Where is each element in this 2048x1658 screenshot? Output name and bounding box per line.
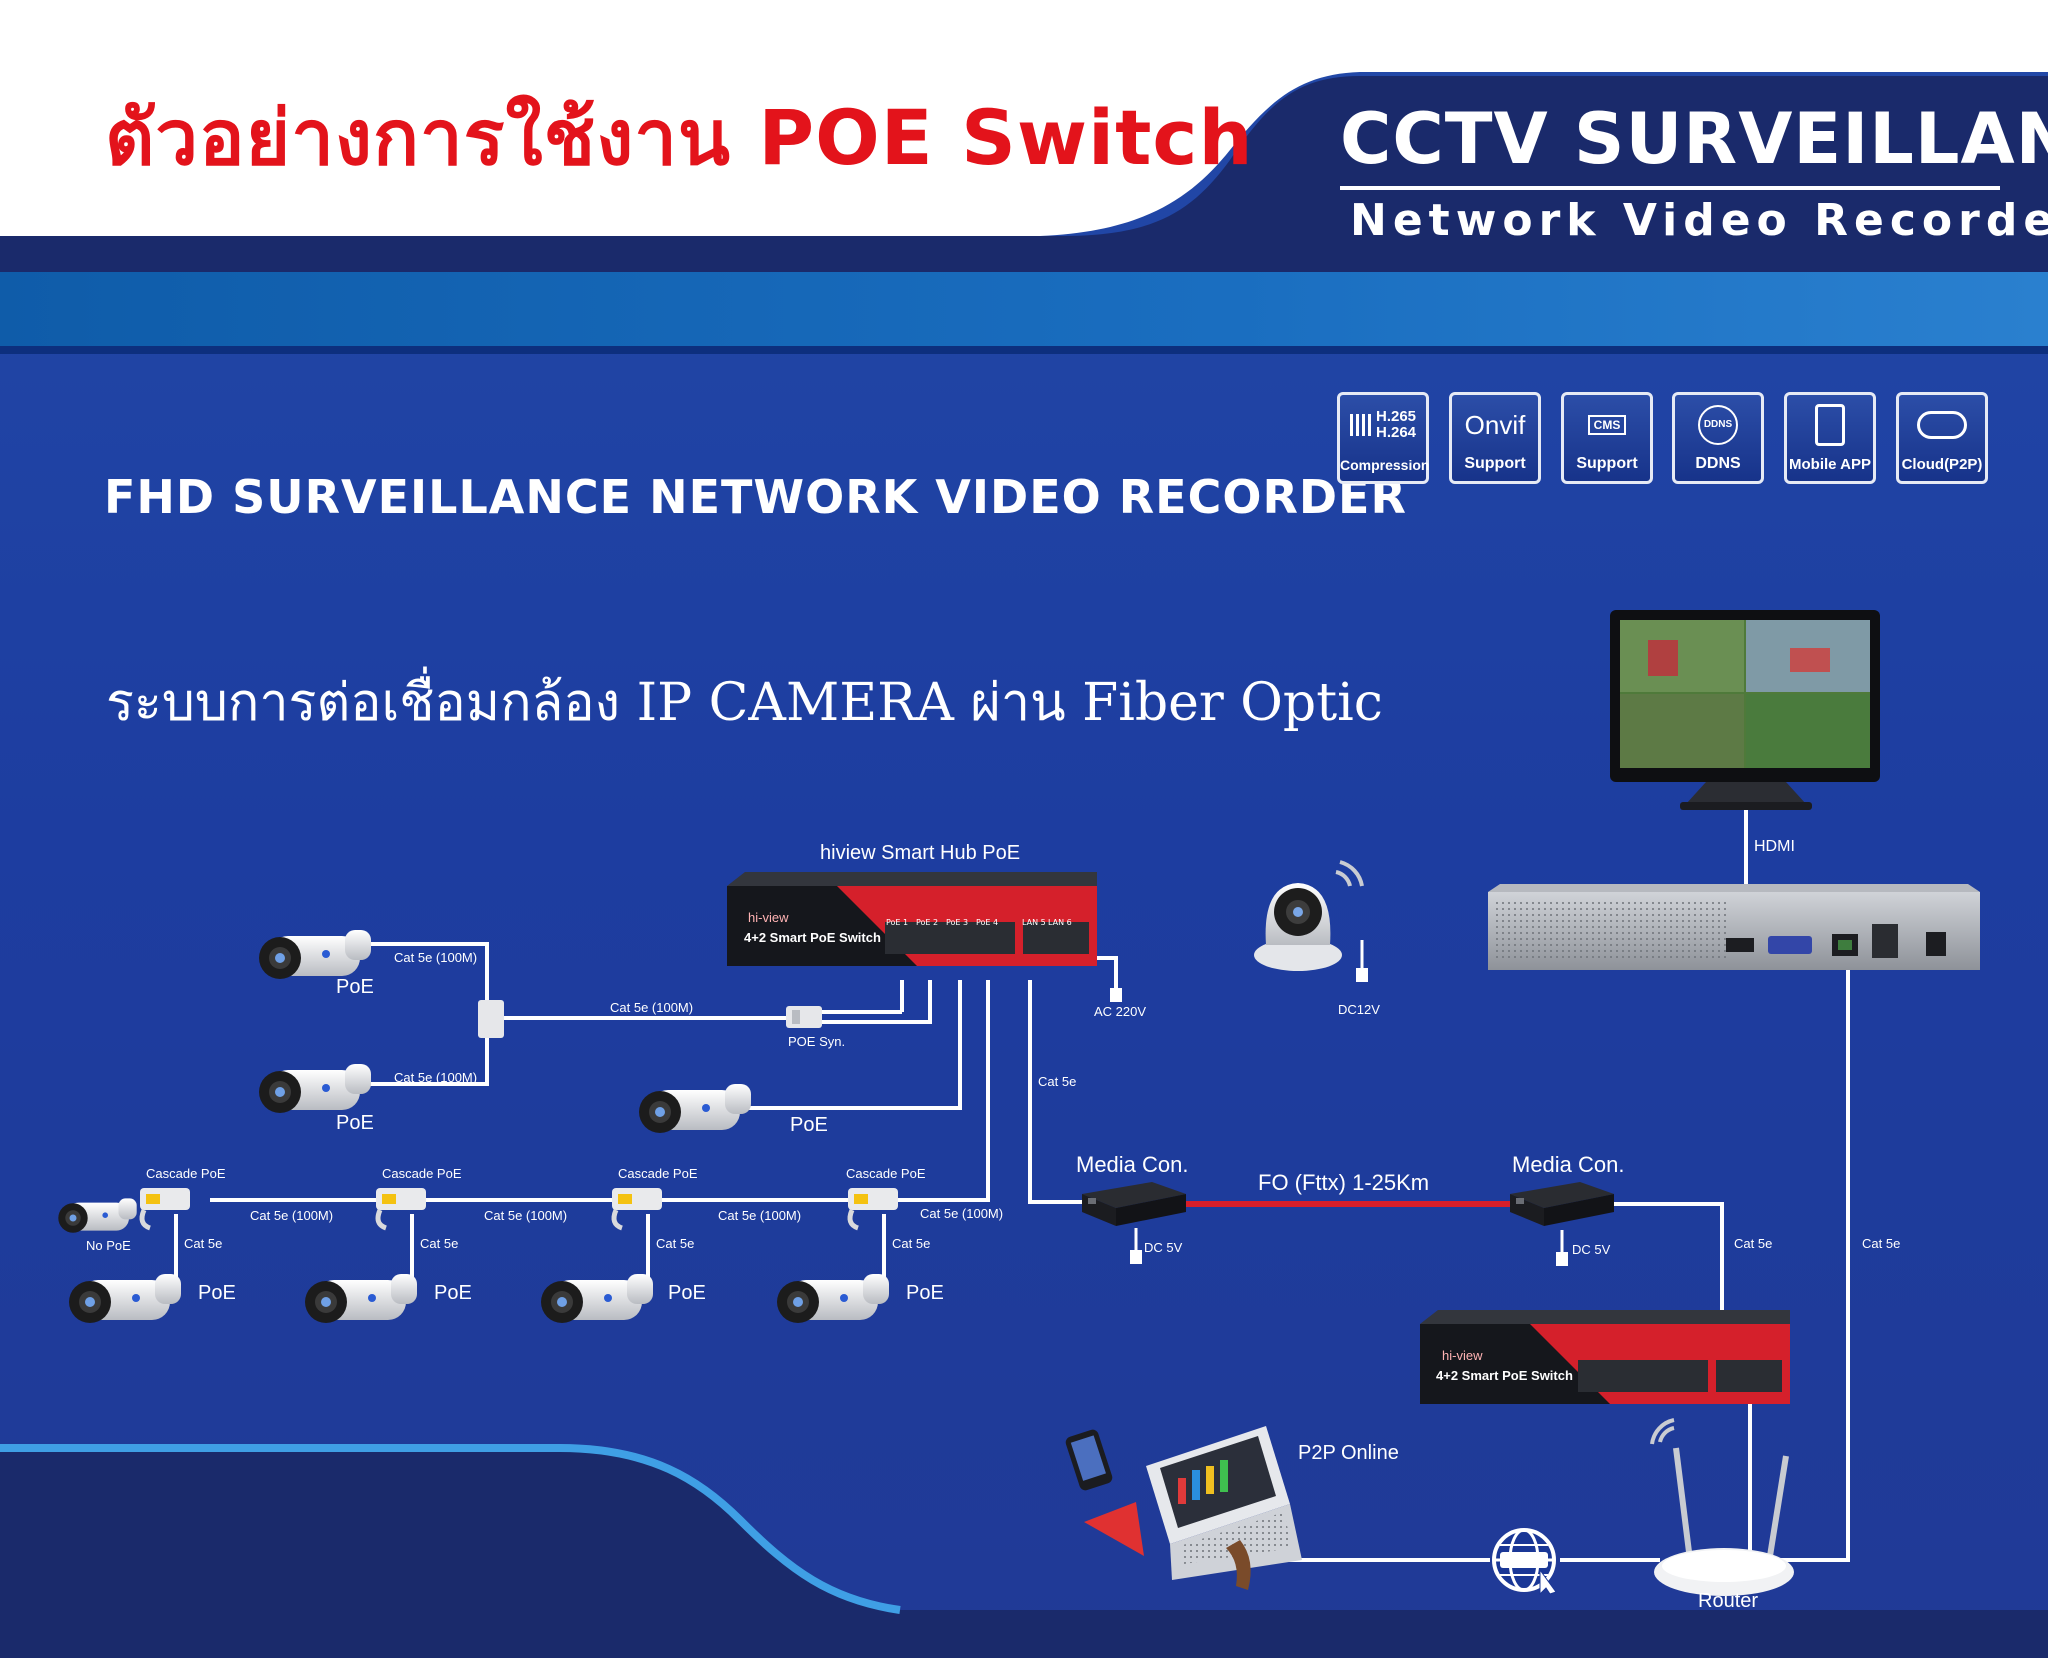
poe-splitter <box>478 1000 504 1038</box>
globe-icon: DDNS <box>1675 401 1761 449</box>
power-plugs <box>1110 940 1568 1266</box>
port-label-1: PoE 1 <box>886 918 909 927</box>
label-dc5v-right: DC 5V <box>1572 1242 1611 1257</box>
label-cat5e-right: Cat 5e <box>1734 1236 1773 1251</box>
brand-subtitle: Network Video Recorder <box>1350 195 2048 246</box>
label-router: Router <box>1698 1590 1759 1612</box>
badge-label: Support <box>1464 455 1526 472</box>
brand-title: CCTV SURVEILLANCE <box>1340 98 2048 180</box>
cloud-icon <box>1899 401 1985 449</box>
nvr-recorder <box>1488 884 1980 970</box>
label-poe-cam-1: PoE <box>336 976 374 998</box>
label-no-poe: No PoE <box>86 1238 131 1253</box>
badge-h265: H.265 <box>1375 408 1417 425</box>
label-cascade-3: Cascade PoE <box>618 1166 698 1181</box>
laptop-p2p <box>1065 1426 1302 1590</box>
badge-label: Cloud(P2P) <box>1901 456 1983 473</box>
port-label-5: LAN 5 <box>1022 918 1046 927</box>
port-label-2: PoE 2 <box>916 918 939 927</box>
label-cat5e-100m-2: Cat 5e (100M) <box>394 1070 478 1085</box>
second-switch-model: 4+2 Smart PoE Switch <box>1436 1368 1573 1383</box>
main-switch-title: hiview Smart Hub PoE <box>820 842 1021 864</box>
badge-mobile-app: Mobile APP <box>1784 392 1876 484</box>
label-cat5e-nvr: Cat 5e <box>1862 1236 1901 1251</box>
badge-cloud: Cloud(P2P) <box>1896 392 1988 484</box>
badge-label: Compression <box>1340 457 1430 473</box>
section-heading: FHD SURVEILLANCE NETWORK VIDEO RECORDER <box>104 470 1407 524</box>
label-cascade-4: Cascade PoE <box>846 1166 926 1181</box>
label-cat5e-c2: Cat 5e <box>420 1236 459 1251</box>
label-cat5e-100m-c3: Cat 5e (100M) <box>718 1208 802 1223</box>
label-cat5e-c1: Cat 5e <box>184 1236 223 1251</box>
ptz-camera <box>1254 860 1364 971</box>
main-switch-brand: hi-view <box>748 910 789 925</box>
label-cat5e-100m-c1: Cat 5e (100M) <box>250 1208 334 1223</box>
badge-label: DDNS <box>1695 455 1741 472</box>
port-label-4: PoE 4 <box>976 918 999 927</box>
section-subheading: ระบบการต่อเชื่อมกล้อง IP CAMERA ผ่าน Fib… <box>106 673 1383 733</box>
cms-icon: CMS <box>1564 401 1650 449</box>
badge-onvif: Onvif Support <box>1449 392 1541 484</box>
poe-syn-connector <box>786 1006 822 1028</box>
label-cat5e-switch: Cat 5e <box>1038 1074 1077 1089</box>
badge-ddns: DDNS DDNS <box>1672 392 1764 484</box>
label-poe-syn: POE Syn. <box>788 1034 846 1049</box>
badge-h264: H.264 <box>1375 424 1417 441</box>
label-cat5e-c3: Cat 5e <box>656 1236 695 1251</box>
badge-cms-text: CMS <box>1587 415 1627 435</box>
badge-ddns-text: DDNS <box>1698 405 1738 445</box>
label-dc5v-left: DC 5V <box>1144 1240 1183 1255</box>
mobile-icon <box>1787 401 1873 449</box>
label-cat5e-100m-c4: Cat 5e (100M) <box>920 1206 1004 1221</box>
label-cat5e-100m-1: Cat 5e (100M) <box>394 950 478 965</box>
label-dc12v: DC12V <box>1338 1002 1380 1017</box>
badge-onvif-text: Onvif <box>1464 409 1526 440</box>
router <box>1650 1418 1794 1596</box>
label-media-con-left: Media Con. <box>1076 1152 1189 1177</box>
label-poe-c1: PoE <box>198 1282 236 1304</box>
badge-label: Support <box>1576 455 1638 472</box>
label-cat5e-100m-c2: Cat 5e (100M) <box>484 1208 568 1223</box>
monitor <box>1610 610 1880 810</box>
badge-cms: CMS Support <box>1561 392 1653 484</box>
label-poe-c2: PoE <box>434 1282 472 1304</box>
onvif-logo: Onvif <box>1452 401 1538 449</box>
label-poe-c4: PoE <box>906 1282 944 1304</box>
label-cascade-1: Cascade PoE <box>146 1166 226 1181</box>
label-cascade-2: Cascade PoE <box>382 1166 462 1181</box>
label-cat5e-100m-3: Cat 5e (100M) <box>610 1000 694 1015</box>
port-label-6: LAN 6 <box>1048 918 1072 927</box>
label-hdmi: HDMI <box>1754 838 1795 855</box>
www-globe-icon <box>1492 1528 1557 1596</box>
label-cat5e-c4: Cat 5e <box>892 1236 931 1251</box>
main-switch-model: 4+2 Smart PoE Switch <box>744 930 881 945</box>
label-poe-cam-middle: PoE <box>790 1114 828 1136</box>
page-title: ตัวอย่างการใช้งาน POE Switch <box>105 93 1254 182</box>
label-p2p-online: P2P Online <box>1298 1442 1399 1464</box>
label-fiber: FO (Fttx) 1-25Km <box>1258 1170 1430 1195</box>
badge-label: Mobile APP <box>1789 456 1871 473</box>
second-switch-brand: hi-view <box>1442 1348 1483 1363</box>
label-poe-cam-2: PoE <box>336 1112 374 1134</box>
port-label-3: PoE 3 <box>946 918 969 927</box>
label-ac-220v: AC 220V <box>1094 1004 1147 1019</box>
label-poe-c3: PoE <box>668 1282 706 1304</box>
label-media-con-right: Media Con. <box>1512 1152 1625 1177</box>
